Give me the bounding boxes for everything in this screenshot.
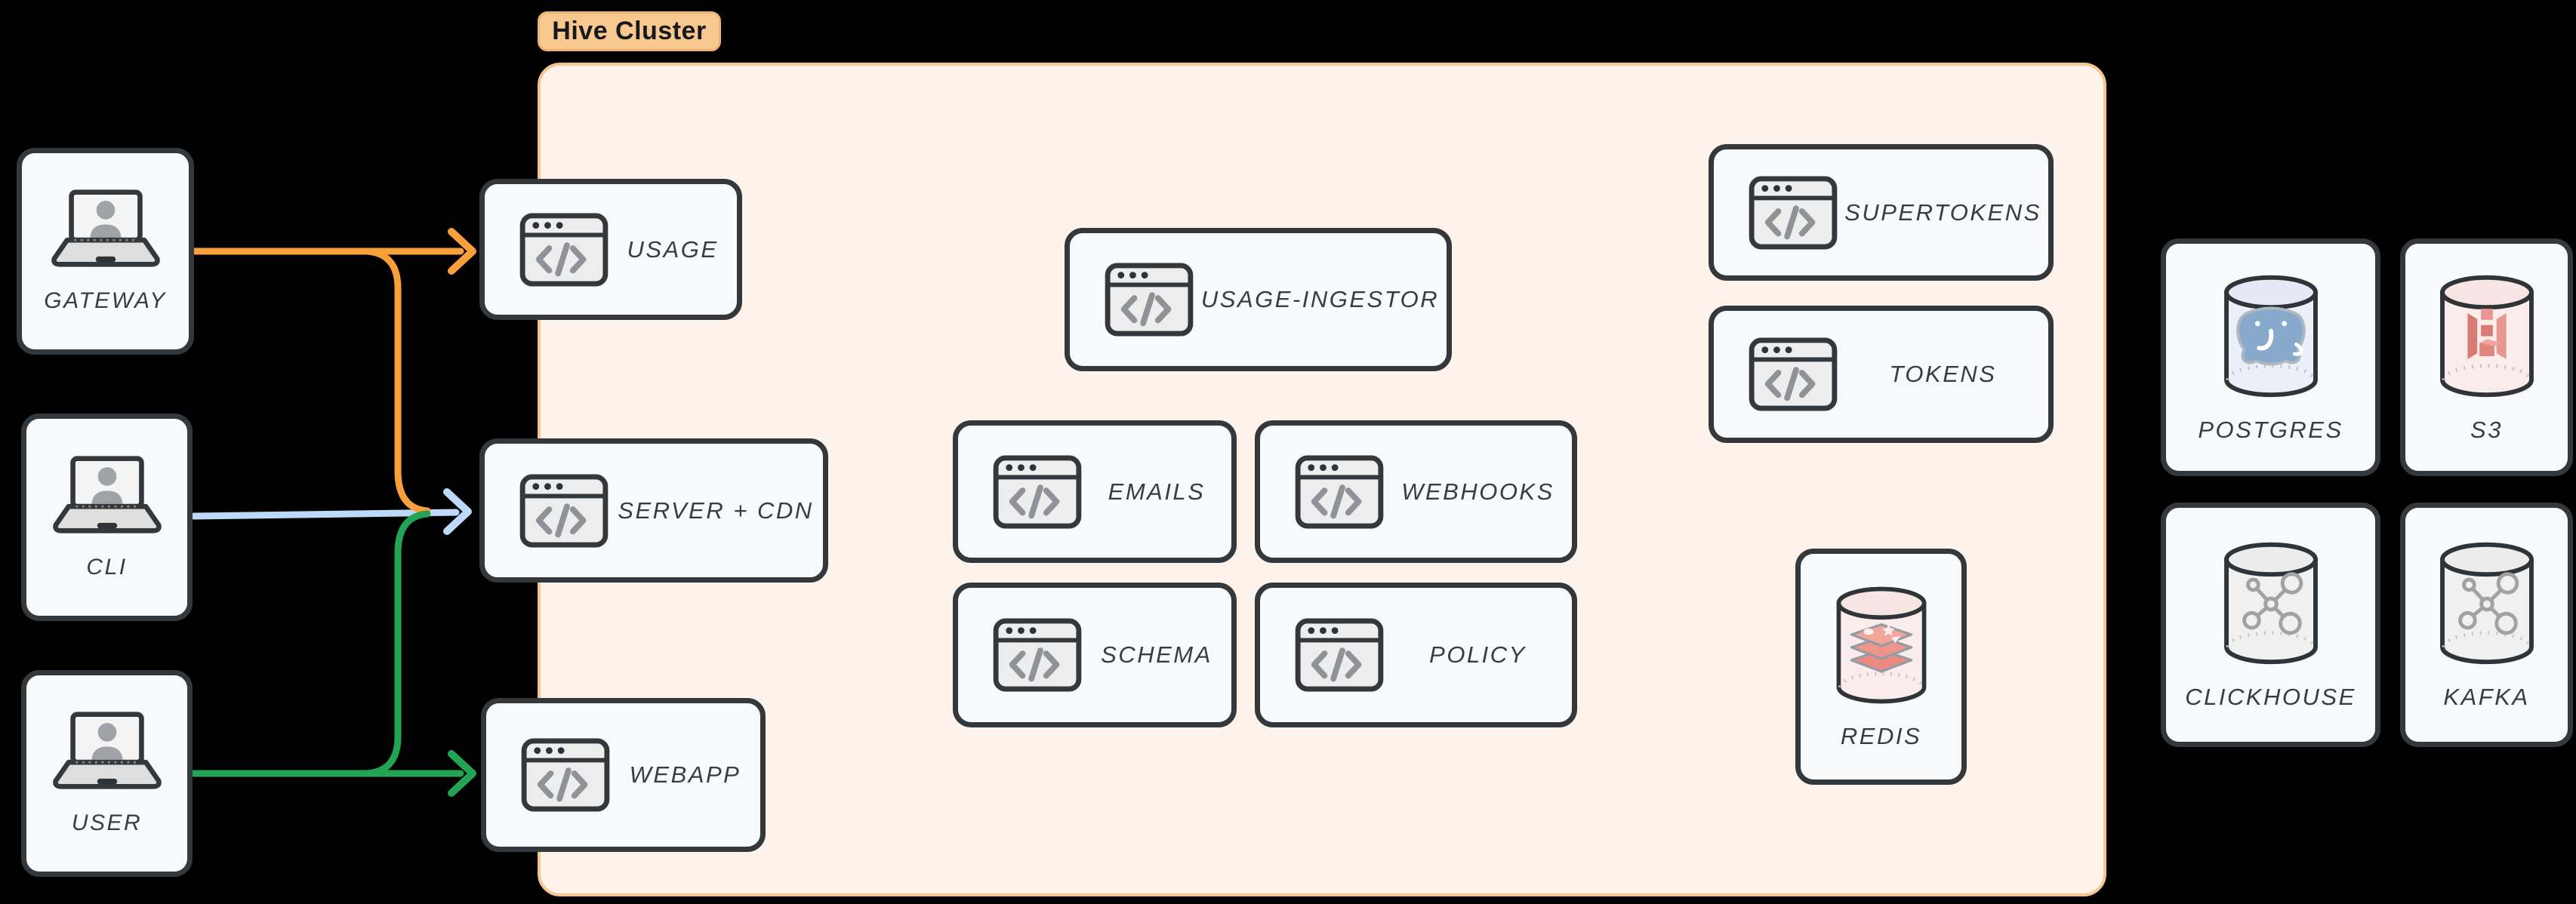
code-window-icon: [993, 618, 1082, 692]
service-label: SCHEMA: [1101, 641, 1213, 668]
service-label: EMAILS: [1108, 478, 1206, 505]
datastore-label: CLICKHOUSE: [2185, 684, 2356, 710]
hive-cluster-badge: Hive Cluster: [538, 11, 721, 51]
service-label: SUPERTOKENS: [1844, 198, 2041, 226]
service-supertokens: SUPERTOKENS: [1709, 144, 2054, 281]
hive-cluster-badge-label: Hive Cluster: [552, 17, 707, 45]
edge-cli-server-cdn: [190, 488, 472, 535]
service-label: TOKENS: [1889, 361, 1997, 387]
s3-database-icon: [2435, 272, 2539, 401]
code-window-icon: [1749, 337, 1838, 411]
client-label: GATEWAY: [44, 288, 167, 313]
code-window-icon: [1105, 263, 1194, 337]
service-emails: EMAILS: [953, 420, 1237, 563]
service-usage: USAGE: [479, 179, 742, 320]
service-redis: REDIS: [1795, 549, 1967, 785]
edge-gateway-server-cdn: [363, 248, 431, 515]
service-label: WEBAPP: [629, 761, 741, 788]
code-window-icon: [993, 455, 1082, 529]
datastore-postgres: POSTGRES: [2161, 238, 2380, 476]
code-window-icon: [1749, 176, 1838, 250]
service-schema: SCHEMA: [953, 583, 1237, 727]
service-tokens: TOKENS: [1709, 306, 2054, 443]
client-user: USER: [21, 670, 193, 877]
datastore-label: S3: [2470, 416, 2503, 443]
laptop-user-icon: [48, 189, 163, 269]
laptop-user-icon: [50, 455, 165, 535]
service-webhooks: WEBHOOKS: [1255, 420, 1577, 563]
datastore-s3: S3: [2400, 238, 2573, 476]
service-label: SERVER + CDN: [618, 497, 814, 524]
clickhouse-database-icon: [2219, 539, 2323, 669]
code-window-icon: [1295, 618, 1384, 692]
datastore-kafka: KAFKA: [2400, 503, 2573, 747]
client-gateway: GATEWAY: [17, 148, 194, 355]
service-label: WEBHOOKS: [1401, 478, 1555, 505]
datastore-label: KAFKA: [2443, 684, 2530, 710]
service-label: USAGE: [627, 235, 719, 263]
code-window-icon: [521, 738, 610, 812]
redis-database-icon: [1832, 583, 1931, 708]
service-label: POLICY: [1429, 641, 1527, 668]
code-window-icon: [519, 213, 609, 287]
datastore-label: POSTGRES: [2198, 416, 2343, 443]
service-label: USAGE-INGESTOR: [1200, 286, 1440, 312]
service-usage-ingestor: USAGE-INGESTOR: [1065, 228, 1452, 371]
service-label: REDIS: [1840, 723, 1922, 749]
client-label: CLI: [86, 554, 128, 580]
code-window-icon: [519, 474, 609, 548]
service-policy: POLICY: [1255, 583, 1577, 727]
laptop-user-icon: [50, 711, 165, 791]
service-webapp: WEBAPP: [481, 698, 766, 852]
postgres-database-icon: [2219, 272, 2323, 401]
client-cli: CLI: [21, 414, 193, 621]
code-window-icon: [1295, 455, 1384, 529]
edge-user-webapp: [190, 750, 476, 797]
edge-user-server-cdn: [363, 510, 431, 777]
service-server-cdn: SERVER + CDN: [479, 438, 828, 583]
client-label: USER: [71, 810, 143, 835]
datastore-clickhouse: CLICKHOUSE: [2161, 503, 2380, 747]
edge-gateway-usage: [191, 228, 476, 275]
kafka-database-icon: [2435, 539, 2539, 669]
